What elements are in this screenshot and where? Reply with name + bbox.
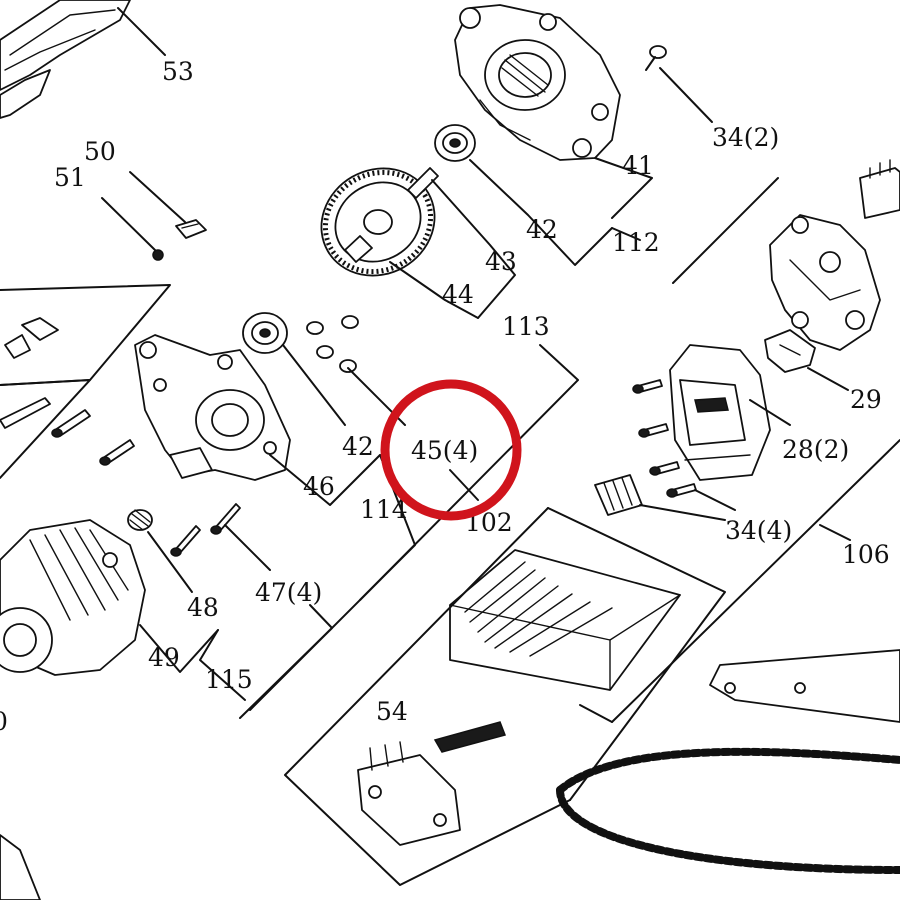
label-106: 106 bbox=[842, 540, 890, 569]
part-42-bearing-upper bbox=[434, 124, 476, 162]
part-chain bbox=[556, 747, 900, 874]
part-41-gearbox-housing bbox=[454, 4, 621, 161]
part-54-microswitch bbox=[357, 721, 506, 846]
label-115: 115 bbox=[205, 665, 253, 694]
label-0: 0 bbox=[0, 707, 8, 736]
part-34-connector bbox=[594, 474, 643, 516]
label-42-lower: 42 bbox=[342, 432, 374, 461]
part-47-screws bbox=[170, 503, 241, 557]
label-113: 113 bbox=[502, 312, 550, 341]
callout-labels: 53 50 51 34(2) 41 42 112 43 44 113 29 42… bbox=[0, 57, 890, 736]
label-48: 48 bbox=[187, 593, 219, 622]
part-guide-bar bbox=[709, 649, 900, 723]
label-28-2: 28(2) bbox=[782, 435, 849, 464]
part-34-screw-top bbox=[645, 45, 667, 71]
highlight-circle bbox=[380, 379, 522, 521]
part-42-bearing-lower bbox=[242, 312, 288, 354]
label-54: 54 bbox=[376, 697, 408, 726]
part-connector-top bbox=[859, 159, 900, 219]
label-42-upper: 42 bbox=[526, 215, 558, 244]
part-bottom-left bbox=[0, 834, 41, 900]
part-53-handle bbox=[0, 0, 131, 119]
part-43-shaft bbox=[344, 167, 439, 263]
label-43: 43 bbox=[485, 247, 517, 276]
label-112: 112 bbox=[612, 228, 660, 257]
label-46: 46 bbox=[303, 472, 335, 501]
label-114: 114 bbox=[360, 495, 408, 524]
label-29: 29 bbox=[850, 385, 882, 414]
part-29-switch bbox=[764, 329, 816, 373]
part-heatsink bbox=[449, 549, 681, 691]
part-46-flange bbox=[134, 334, 291, 481]
part-50-clip bbox=[175, 219, 207, 239]
label-51: 51 bbox=[54, 163, 86, 192]
label-34-2: 34(2) bbox=[712, 123, 779, 152]
part-34-screws-board bbox=[632, 379, 697, 498]
part-49-motor bbox=[0, 519, 146, 676]
label-41: 41 bbox=[622, 151, 654, 180]
label-45-4: 45(4) bbox=[411, 436, 478, 465]
part-48-pinion bbox=[127, 509, 153, 531]
label-47-4: 47(4) bbox=[255, 578, 322, 607]
label-34-4: 34(4) bbox=[725, 516, 792, 545]
part-51-screw bbox=[152, 249, 164, 261]
label-49: 49 bbox=[148, 643, 180, 672]
part-28-control-board bbox=[669, 344, 771, 481]
label-50: 50 bbox=[84, 137, 116, 166]
part-45-screws bbox=[306, 315, 359, 373]
part-bracket-assembly bbox=[769, 214, 881, 351]
part-left-box bbox=[0, 284, 171, 479]
label-44: 44 bbox=[442, 280, 474, 309]
label-53: 53 bbox=[162, 57, 194, 86]
